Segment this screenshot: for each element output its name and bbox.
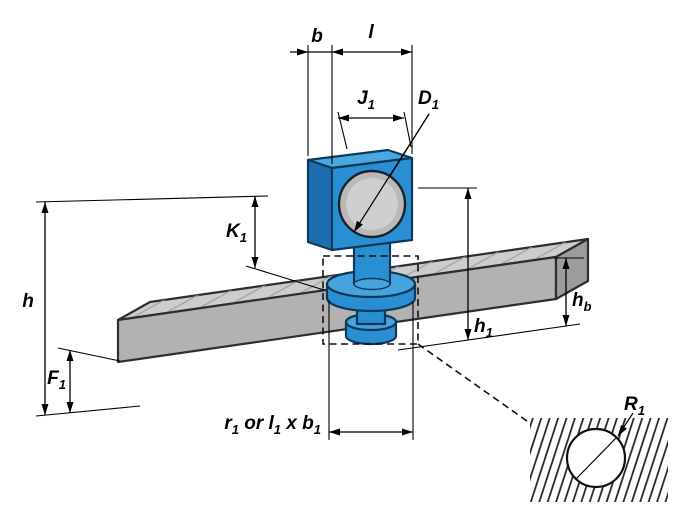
l-label: l: [368, 22, 374, 43]
dimension-f1: F1: [47, 347, 121, 413]
h-label: h: [22, 291, 34, 312]
b-label: b: [311, 26, 323, 47]
callout-d1: D1: [353, 88, 439, 233]
f1-label: F1: [47, 368, 66, 392]
r1-leader-line: [617, 412, 634, 437]
slot-formula-label: r1 or l1 x b1: [224, 413, 321, 437]
axis-reference-line: [35, 195, 269, 203]
j1-label: J1: [357, 88, 375, 112]
block-left-face: [306, 158, 334, 252]
dimension-b-l: b l: [290, 22, 413, 164]
r1-label: R1: [624, 394, 645, 418]
f1-extension-top: [57, 347, 121, 362]
dimension-k1: K1: [226, 196, 325, 291]
h-extension-bottom: [35, 405, 141, 417]
d1-diameter-line: [353, 113, 430, 233]
k1-label: K1: [226, 221, 247, 245]
hb-label: hb: [572, 290, 592, 314]
dimension-slot: r1 or l1 x b1: [224, 300, 414, 440]
dimension-hb: hb: [554, 257, 592, 326]
neck-base: [353, 277, 391, 291]
k1-extension-bottom: [245, 265, 325, 291]
detail-marquee-box: [322, 255, 419, 345]
bottom-reference-line: [397, 323, 581, 351]
d1-label: D1: [418, 88, 439, 112]
dimension-j1: J1: [337, 88, 412, 150]
bar-front-face: [116, 255, 558, 364]
detail-connector-line: [417, 343, 535, 427]
j1-extension-right: [403, 111, 412, 148]
dimension-h: h: [22, 202, 141, 417]
dimension-h1: h1: [397, 187, 581, 351]
h1-label: h1: [474, 316, 493, 340]
detail-view: R1: [530, 394, 668, 502]
r1-diameter-line: [575, 436, 618, 480]
